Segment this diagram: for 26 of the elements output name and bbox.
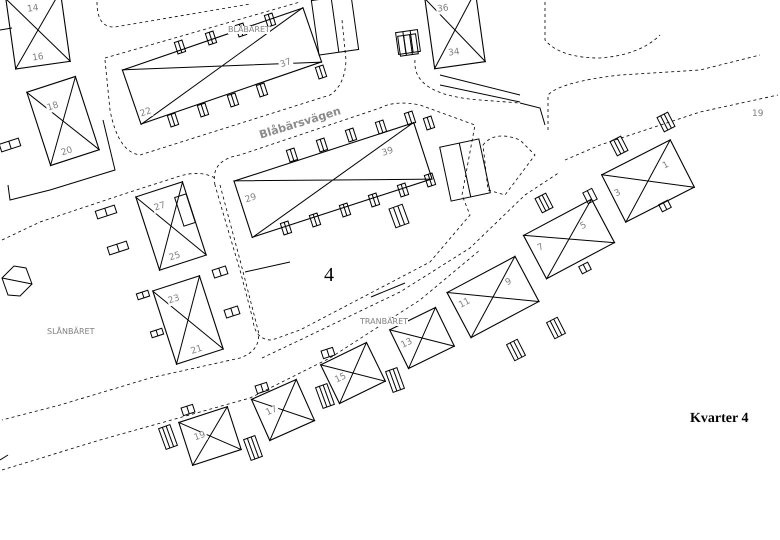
building-footprint (26, 76, 100, 166)
building-footprint (250, 378, 316, 442)
house-number: 36 (436, 4, 450, 14)
building-footprint (446, 256, 540, 338)
building-footprint (424, 0, 486, 70)
building-footprint (178, 406, 242, 466)
house-number: 25 (167, 250, 183, 264)
street-name: BLÅBÄRET (228, 26, 270, 34)
lot-number: 19 (752, 110, 764, 119)
street-name: SLÅNBÄRET (47, 328, 94, 336)
building-footprint (320, 342, 386, 404)
building-footprint (5, 0, 71, 70)
house-number: 34 (446, 48, 462, 58)
block-title: Kvarter 4 (690, 412, 748, 426)
house-number: 22 (138, 106, 154, 120)
building-footprint (522, 198, 616, 280)
house-number: 16 (30, 52, 46, 64)
building-footprint (135, 181, 207, 271)
house-number: 29 (243, 192, 259, 206)
building-footprint (152, 275, 224, 365)
house-number: 20 (59, 146, 75, 158)
building-footprint (601, 139, 695, 223)
block-number: 4 (324, 265, 334, 285)
street-name: TRANBÄRET (360, 318, 408, 326)
house-number: 23 (166, 294, 182, 306)
house-number: 18 (45, 100, 61, 114)
